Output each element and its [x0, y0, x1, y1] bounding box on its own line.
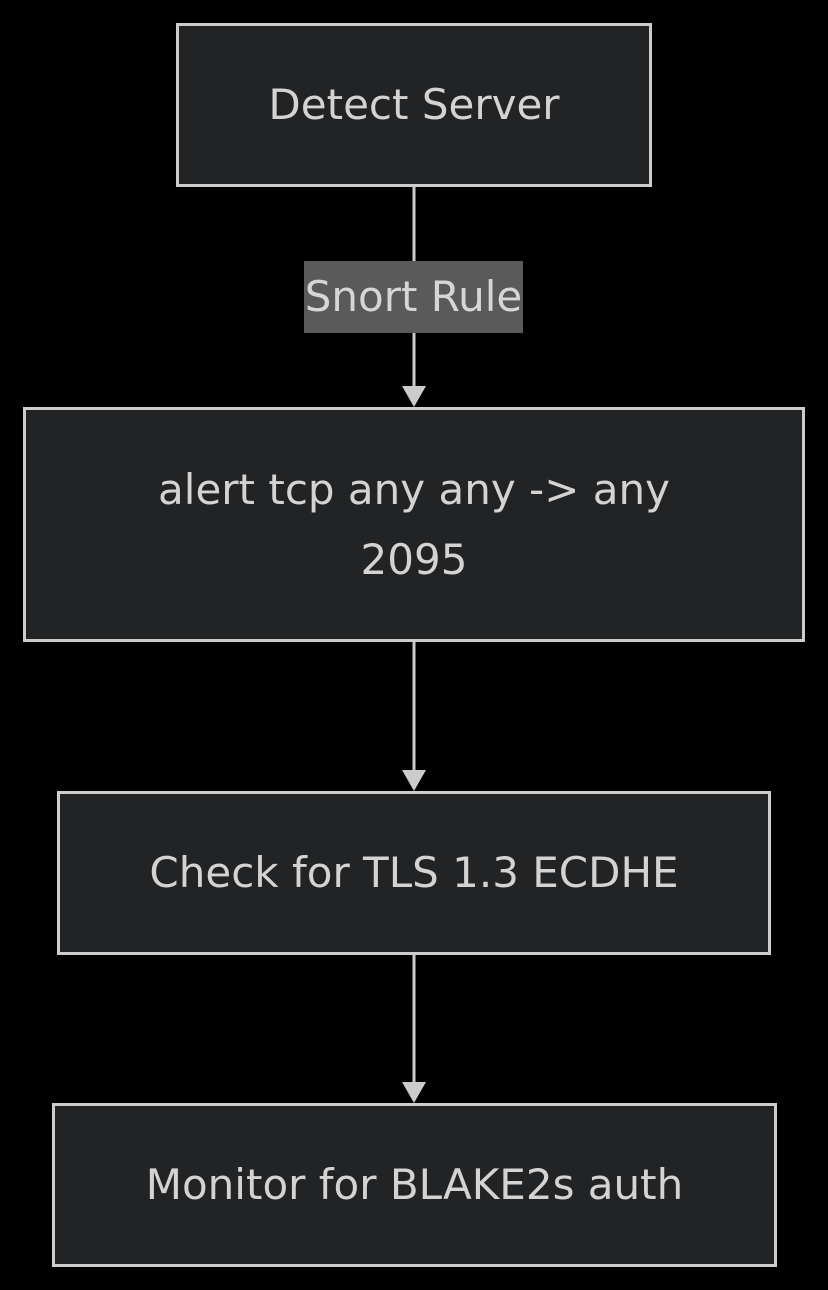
- arrowhead-icon: [402, 1082, 426, 1103]
- node-alert-rule: alert tcp any any -> any 2095: [23, 407, 805, 642]
- node-label-line-2: 2095: [360, 534, 468, 584]
- edge-label-snort-rule: Snort Rule: [304, 261, 523, 333]
- arrowhead-icon: [402, 386, 426, 407]
- node-tls-check: Check for TLS 1.3 ECDHE: [57, 791, 771, 955]
- node-blake-monitor: Monitor for BLAKE2s auth: [52, 1103, 777, 1267]
- arrowhead-icon: [402, 770, 426, 791]
- node-label: Detect Server: [268, 80, 560, 129]
- node-label: Check for TLS 1.3 ECDHE: [149, 848, 679, 897]
- node-detect-server: Detect Server: [176, 23, 652, 187]
- node-label: Monitor for BLAKE2s auth: [145, 1160, 684, 1209]
- node-label-line-1: alert tcp any any -> any: [158, 464, 670, 514]
